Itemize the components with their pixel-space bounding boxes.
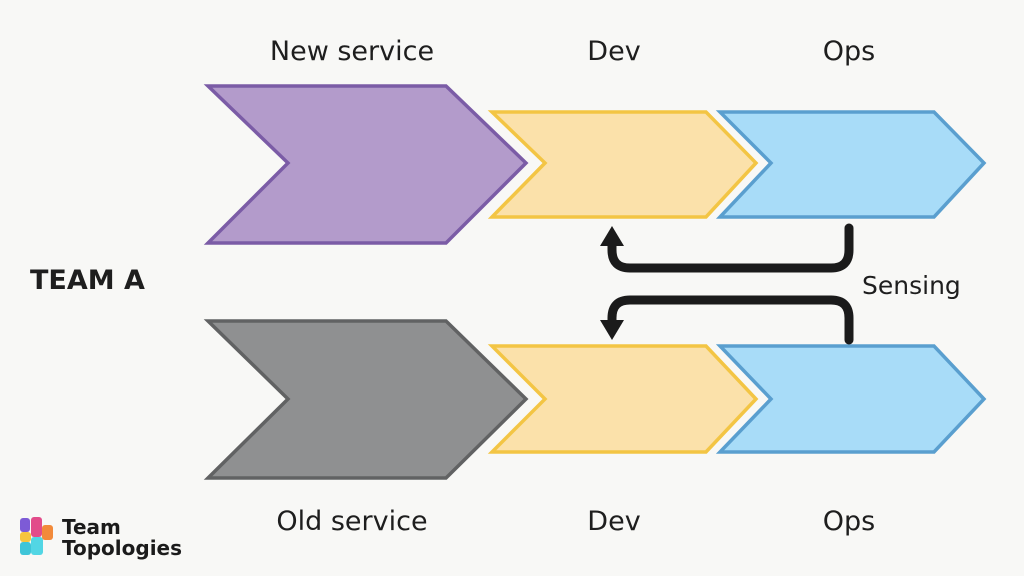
dev-top-label: Dev — [587, 36, 640, 67]
old-service-label: Old service — [276, 506, 427, 537]
team-topologies-logo-icon — [20, 517, 53, 555]
sensing-arrow-top — [607, 223, 854, 273]
new-service-label: New service — [270, 36, 434, 67]
dev-bottom-chevron — [487, 344, 759, 454]
sensing-label: Sensing — [862, 271, 961, 300]
dev-top-chevron — [487, 110, 759, 219]
new-service-chevron — [203, 84, 529, 245]
team-topologies-logo-line2: Topologies — [62, 536, 182, 560]
ops-top-label: Ops — [823, 36, 875, 67]
old-service-chevron — [203, 319, 529, 480]
ops-bottom-chevron — [715, 344, 987, 454]
sensing-arrowhead-bottom — [600, 320, 624, 340]
sensing-arrowhead-top — [600, 226, 624, 246]
team-label: TEAM A — [30, 265, 145, 296]
ops-bottom-label: Ops — [823, 506, 875, 537]
team-topologies-logo: Team Topologies — [20, 515, 182, 560]
dev-bottom-label: Dev — [587, 506, 640, 537]
team-topologies-logo-line1: Team — [62, 515, 121, 539]
ops-top-chevron — [715, 110, 987, 219]
sensing-arrow-bottom — [607, 295, 854, 345]
